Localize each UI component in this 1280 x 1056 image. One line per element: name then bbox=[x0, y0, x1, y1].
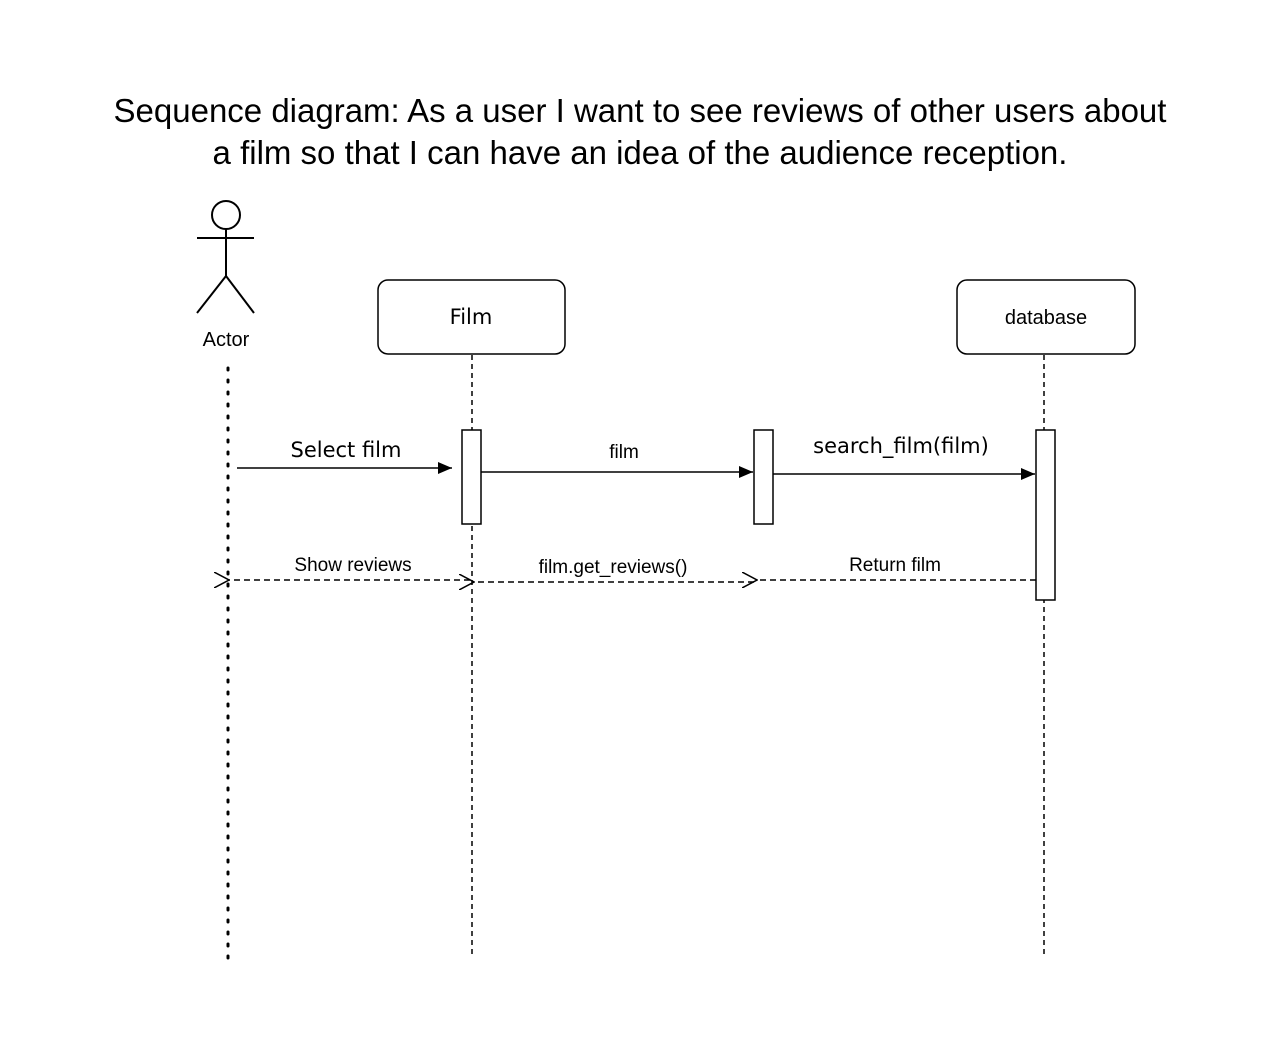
diagram-title: Sequence diagram: As a user I want to se… bbox=[40, 90, 1240, 174]
message-get-reviews: film.get_reviews() bbox=[474, 557, 754, 582]
title-line-1: Sequence diagram: As a user I want to se… bbox=[113, 92, 1167, 129]
message-return-film: Return film bbox=[757, 555, 1036, 580]
get-reviews-label: film.get_reviews() bbox=[539, 557, 688, 578]
select-film-label: Select film bbox=[291, 438, 402, 462]
message-show-reviews: Show reviews bbox=[229, 555, 470, 580]
actor-label: Actor bbox=[203, 329, 250, 351]
film-activation-bar bbox=[461, 429, 482, 525]
participant-database: database bbox=[956, 279, 1136, 355]
return-film-label: Return film bbox=[849, 555, 941, 576]
participant-film-box bbox=[377, 279, 566, 355]
participant-film: Film bbox=[377, 279, 566, 355]
title-line-2: a film so that I can have an idea of the… bbox=[212, 134, 1068, 171]
database-activation-bar bbox=[1035, 429, 1056, 601]
message-search-film: search_film(film) bbox=[773, 434, 1035, 480]
participant-database-label: database bbox=[1005, 307, 1087, 329]
film-message-label: film bbox=[609, 442, 639, 463]
message-film: film bbox=[481, 442, 753, 478]
stick-figure-icon bbox=[196, 200, 255, 314]
search-film-label: search_film(film) bbox=[813, 434, 989, 459]
participant-database-box bbox=[956, 279, 1136, 355]
actor: Actor bbox=[196, 200, 255, 351]
middle-activation-bar bbox=[753, 429, 774, 525]
participant-film-label: Film bbox=[450, 305, 493, 329]
message-select-film: Select film bbox=[237, 438, 452, 474]
show-reviews-label: Show reviews bbox=[294, 555, 411, 576]
